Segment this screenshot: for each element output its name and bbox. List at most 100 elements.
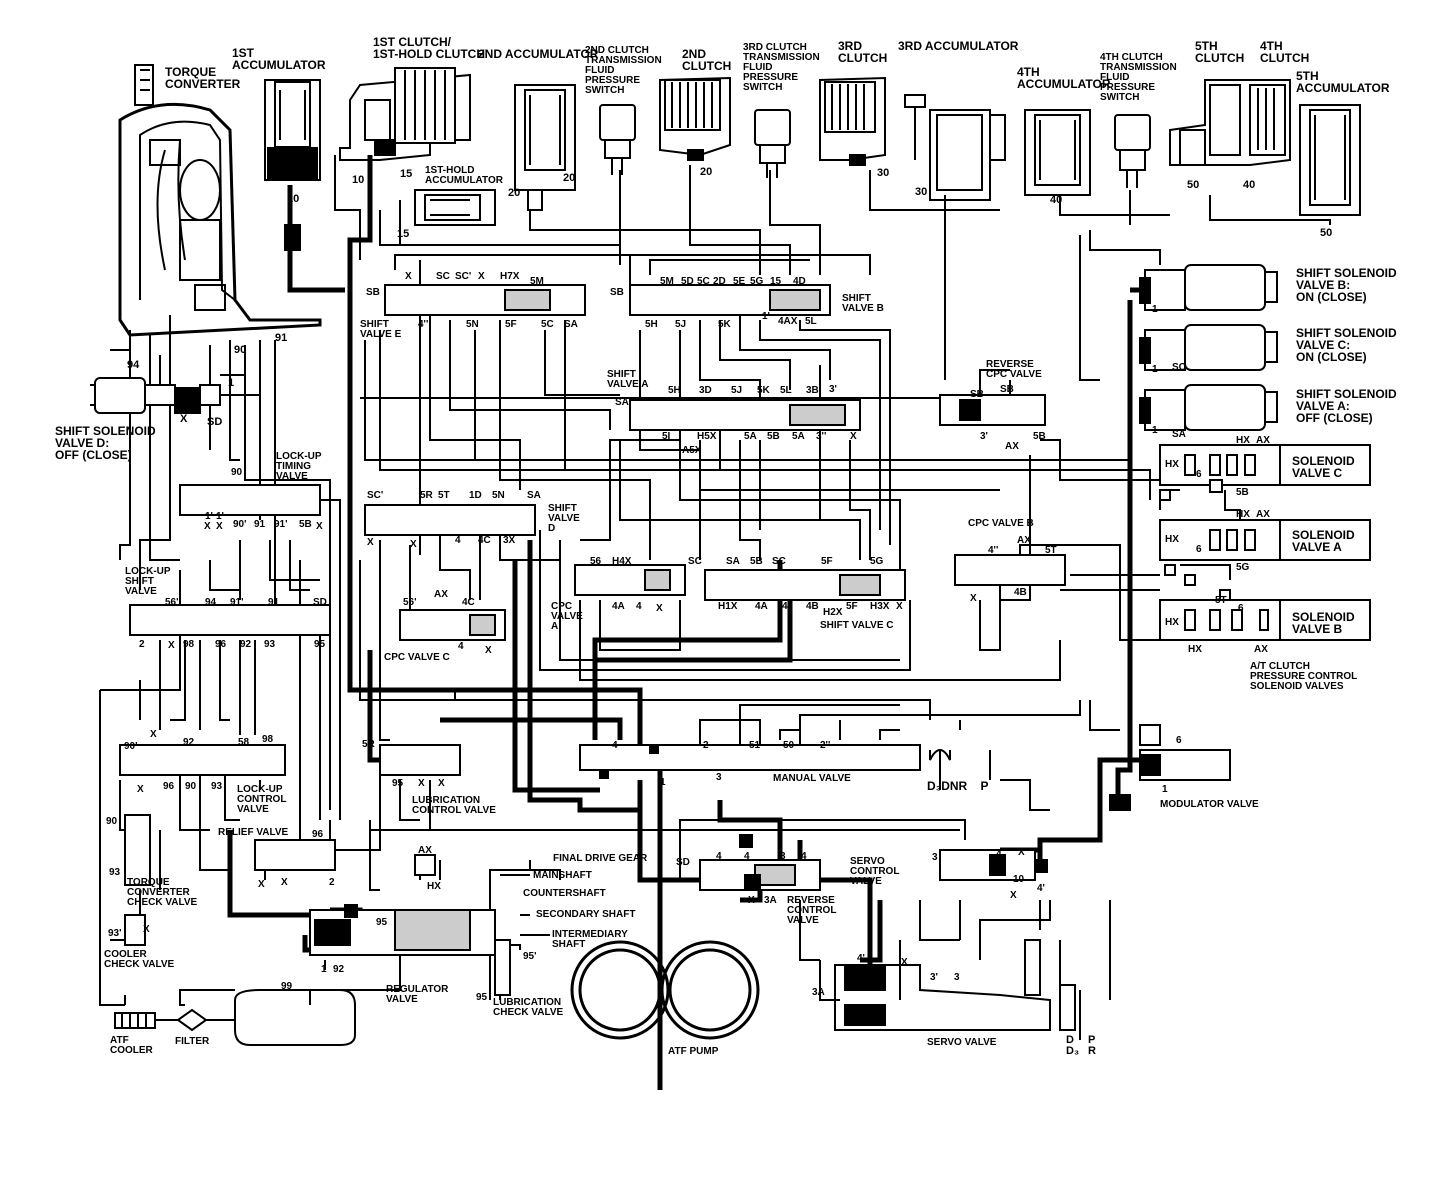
port-label: 92 — [183, 737, 195, 748]
port-label: X — [405, 271, 412, 282]
label-shift-valve-b: SHIFT VALVE B — [842, 293, 884, 314]
port-label: H4X — [612, 556, 632, 567]
label-countershaft: COUNTERSHAFT — [523, 888, 606, 899]
port-label: 50 — [783, 740, 795, 751]
port-label: SB — [970, 389, 984, 400]
label-cpc-valve-b: CPC VALVE B — [968, 518, 1034, 529]
port-label: 5H — [668, 385, 681, 396]
fourth-accumulator — [1024, 109, 1091, 196]
label-torque-converter: TORQUE CONVERTER — [165, 65, 241, 91]
port-label: 5R — [362, 739, 375, 750]
port-label: 15 — [397, 228, 410, 240]
label-third-accumulator: 3RD ACCUMULATOR — [898, 39, 1019, 53]
lubrication-check-valve-body — [494, 939, 511, 996]
port-label: 3A — [764, 895, 777, 906]
port-label: SC — [1172, 362, 1186, 373]
port-label: 5B — [1236, 487, 1249, 498]
port-label: 4D — [793, 276, 806, 287]
port-label: 1 — [321, 964, 327, 975]
port-label: 6 — [1176, 735, 1182, 746]
shift-solenoid-valve-a — [1139, 384, 1278, 431]
shift-valve-e-body — [384, 284, 586, 316]
port-label: 5I — [662, 431, 671, 442]
label-lubrication-control-valve: LUBRICATION CONTROL VALVE — [412, 795, 496, 816]
port-label: 3D — [699, 385, 712, 396]
port-label: 4 — [782, 601, 788, 612]
shift-valve-d-body — [364, 504, 536, 536]
port-label: AX — [1017, 535, 1031, 546]
port-label: 2 — [329, 877, 335, 888]
port-label: AX — [1254, 644, 1268, 655]
port-label: X — [1018, 847, 1025, 858]
manual-valve-body — [579, 744, 921, 771]
port-label: 4AX — [778, 316, 798, 327]
label-first-clutch: 1ST CLUTCH/ 1ST-HOLD CLUTCH — [373, 35, 485, 61]
port-label: 56 — [590, 556, 602, 567]
label-cpc-valve-c: CPC VALVE C — [384, 652, 450, 663]
port-label: 91' — [230, 597, 244, 608]
port-label: 95 — [476, 992, 488, 1003]
port-label: 4 — [612, 740, 618, 751]
atf-cooler — [114, 1012, 156, 1029]
port-label: 10 — [287, 193, 300, 205]
port-label: 5L — [780, 385, 792, 396]
label-shift-solenoid-d: SHIFT SOLENOID VALVE D: OFF (CLOSE) — [55, 424, 156, 462]
port-label: 91' — [274, 519, 288, 530]
port-label: 90' — [233, 519, 247, 530]
port-label: HX — [1165, 459, 1179, 470]
port-label: 4 — [801, 851, 807, 862]
port-label: 30 — [877, 167, 890, 179]
label-solenoid-valve-a: SOLENOID VALVE A — [1292, 528, 1355, 554]
label-fifth-clutch: 5TH CLUTCH — [1195, 39, 1245, 65]
port-label: 3' — [829, 384, 837, 395]
port-label: X — [748, 895, 755, 906]
port-label: 5C — [697, 276, 710, 287]
port-label: 96 — [215, 639, 227, 650]
label-shift-positions: D₃DNR P — [927, 779, 989, 793]
port-label: 30 — [915, 186, 928, 198]
label-shift-valve-c: SHIFT VALVE C — [820, 620, 894, 631]
label-servo-control-valve: SERVO CONTROL VALVE — [850, 856, 900, 887]
label-servo-positions-d: D D₃ — [1066, 1034, 1080, 1057]
port-label: 95 — [392, 778, 404, 789]
port-label: X — [478, 271, 485, 282]
port-label: 93 — [109, 867, 121, 878]
port-label: 2 — [139, 639, 145, 650]
port-label: 4'' — [418, 319, 429, 330]
port-label: 4B — [806, 601, 819, 612]
port-label: SB — [1000, 384, 1014, 395]
port-label: 1 — [660, 777, 666, 788]
port-label: 95 — [376, 917, 388, 928]
port-label: 5M — [660, 276, 674, 287]
shift-solenoid-valve-b — [1139, 264, 1278, 311]
port-label: X — [204, 521, 211, 532]
port-label: 3 — [716, 772, 722, 783]
second-accumulator — [514, 84, 576, 211]
shift-solenoid-valve-c — [1139, 324, 1278, 371]
port-label: 2 — [703, 740, 709, 751]
label-fourth-clutch-switch: 4TH CLUTCH TRANSMISSION FLUID PRESSURE S… — [1100, 52, 1177, 103]
label-intermediary-shaft: INTERMEDIARY SHAFT — [552, 929, 628, 950]
cooler-check-valve-body — [124, 914, 146, 946]
port-label: 15 — [770, 276, 782, 287]
port-label: 5J — [675, 319, 687, 330]
label-second-clutch-switch: 2ND CLUTCH TRANSMISSION FLUID PRESSURE S… — [585, 45, 662, 96]
port-label: AX — [418, 845, 432, 856]
port-label: X — [137, 784, 144, 795]
port-label: 5L — [805, 316, 817, 327]
port-label: AX — [434, 589, 448, 600]
relief-valve-body — [254, 839, 336, 871]
port-label: 5R — [420, 490, 433, 501]
port-label: H3X — [870, 601, 890, 612]
port-label: 6 — [1196, 469, 1202, 480]
port-label: 4' — [1037, 883, 1045, 894]
port-label: 98 — [183, 639, 195, 650]
port-label: 4 — [996, 849, 1002, 860]
solenoid-valve-b-box — [1159, 599, 1371, 641]
port-label: SA — [527, 490, 541, 501]
port-label: H1X — [718, 601, 738, 612]
port-label: X — [316, 521, 323, 532]
label-shift-valve-e: SHIFT VALVE E — [360, 319, 402, 340]
port-label: 90 — [185, 781, 197, 792]
port-label: X — [901, 957, 908, 968]
